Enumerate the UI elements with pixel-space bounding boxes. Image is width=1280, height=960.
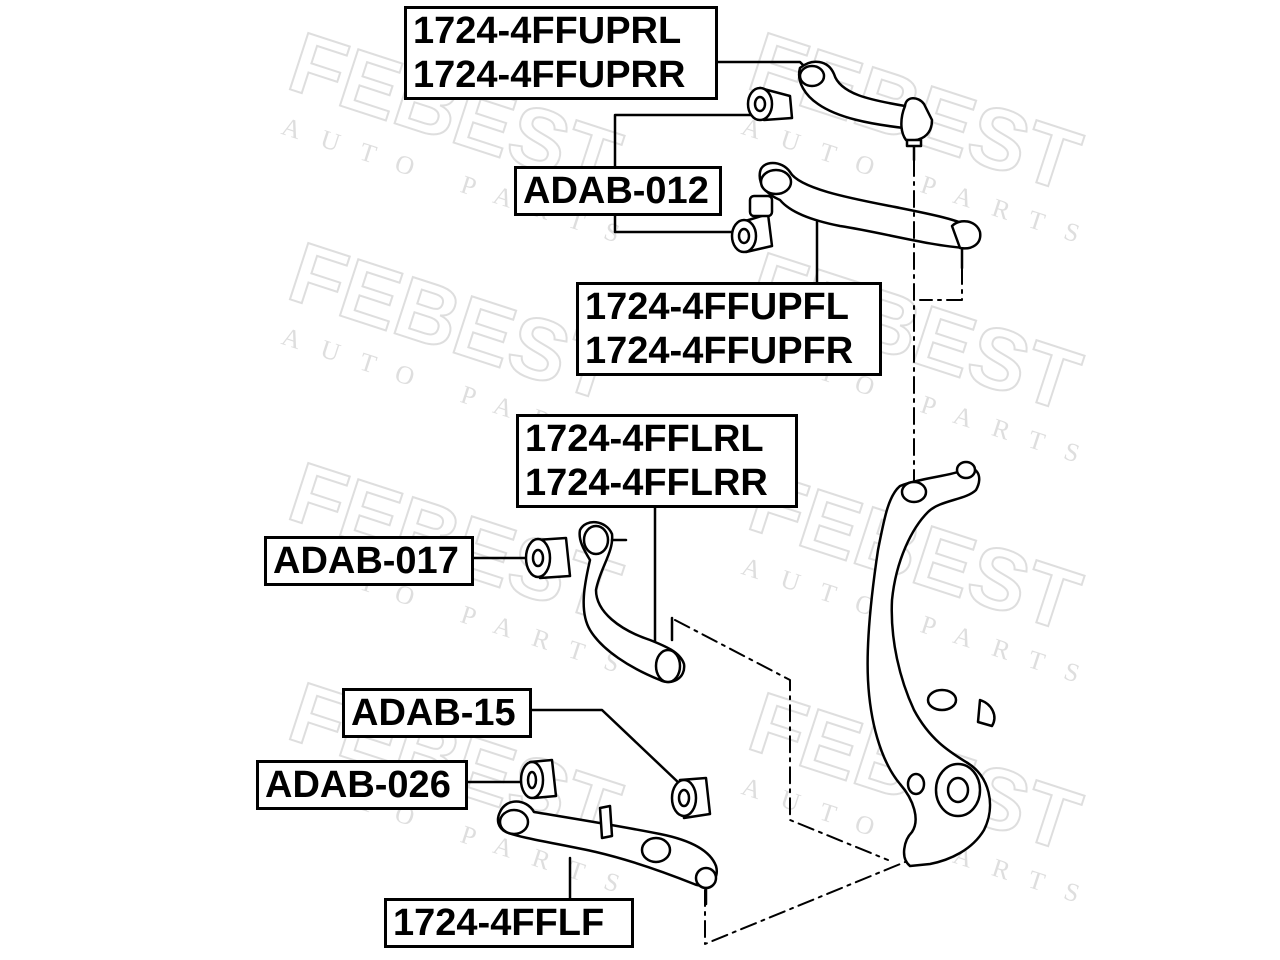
leader-line-upper-bushing [613,113,754,170]
label-lower-front-bushing-front[interactable]: ADAB-026 [256,760,468,810]
part-number: ADAB-15 [351,692,516,734]
part-number: 1724-4FFUPRL [413,10,682,52]
upper-front-arm-part [758,161,982,270]
label-upper-front-arm[interactable]: 1724-4FFUPFL 1724-4FFUPFR [576,282,882,376]
part-number: 1724-4FFUPFR [585,330,854,372]
upper-rear-arm-part [797,60,934,162]
lower-rear-bushing-part [524,536,572,580]
part-number: 1724-4FFLRR [525,462,768,504]
lower-front-bushing-front-part [519,758,558,800]
lower-rear-arm-part [578,521,686,684]
lower-front-bushing-rear-part [670,776,712,820]
lower-front-arm-part [496,800,719,906]
part-number: 1724-4FFUPFL [585,286,849,328]
part-number: ADAB-017 [273,540,459,582]
steering-knuckle-part [866,460,996,868]
label-lower-front-bushing-rear[interactable]: ADAB-15 [342,688,532,738]
label-lower-front-arm[interactable]: 1724-4FFLF [384,898,634,948]
part-number: ADAB-026 [265,764,451,806]
part-number: ADAB-012 [523,170,709,212]
label-lower-rear-bushing[interactable]: ADAB-017 [264,536,474,586]
part-number: 1724-4FFUPRR [413,54,686,96]
upper-rear-bushing-part [746,86,794,122]
part-number: 1724-4FFLF [393,902,605,944]
leader-line-upper-rear-arm [716,60,814,76]
part-number: 1724-4FFLRL [525,418,764,460]
label-upper-rear-arm[interactable]: 1724-4FFUPRL 1724-4FFUPRR [404,6,718,100]
leader-line-lower-front-bushing-rear [528,708,682,786]
label-upper-bushing[interactable]: ADAB-012 [514,166,722,216]
upper-front-bushing-part [730,194,774,254]
label-lower-rear-arm[interactable]: 1724-4FFLRL 1724-4FFLRR [516,414,798,508]
